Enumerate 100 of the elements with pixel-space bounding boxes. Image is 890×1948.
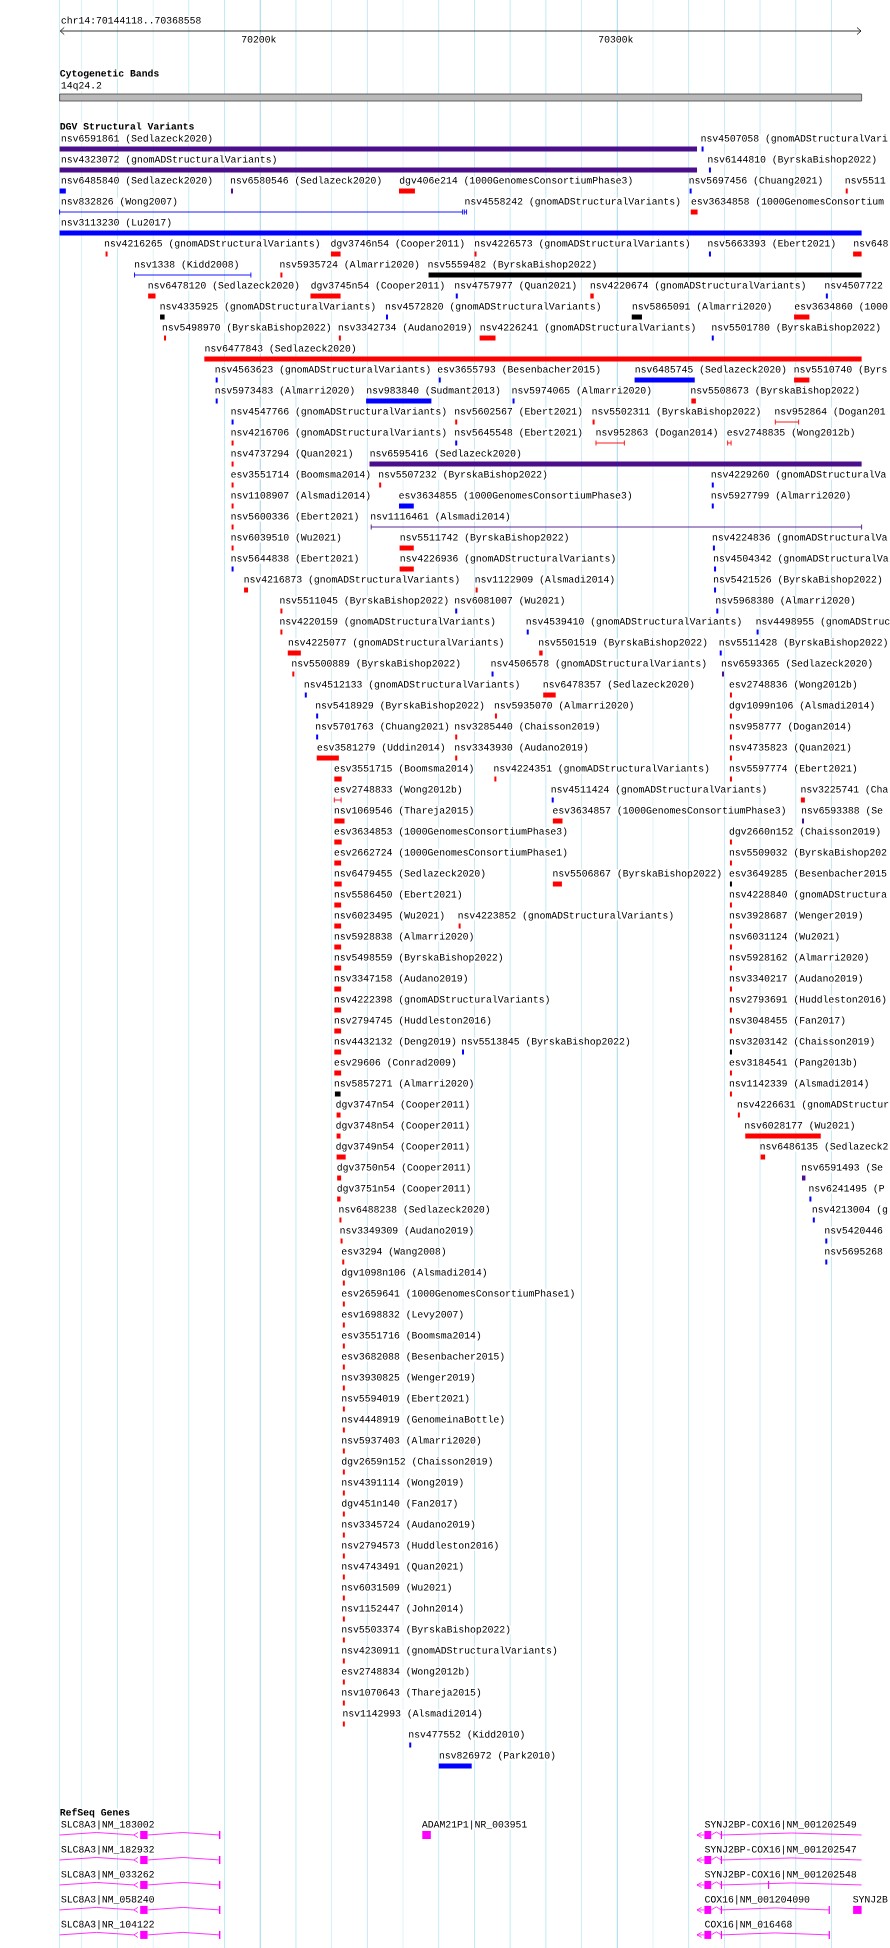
track-label: nsv5509032 (ByrskaBishop202 — [729, 848, 887, 858]
track-label: esv3634855 (1000GenomesConsortiumPhase3) — [398, 491, 633, 501]
track-label: dgv3750n54 (Cooper2011) — [336, 1163, 472, 1173]
track-label: nsv5968380 (Almarri2020) — [715, 596, 856, 606]
track-label: nsv4737294 (Quan2021) — [230, 449, 354, 459]
track-label: nsv4216873 (gnomADStructuralVariants) — [243, 575, 461, 585]
track-label: nsv5935070 (Almarri2020) — [494, 701, 635, 711]
track-label: nsv5501780 (ByrskaBishop2022) — [711, 323, 882, 333]
track-label: nsv5645548 (Ebert2021) — [454, 428, 583, 438]
track-label: nsv5421526 (ByrskaBishop2022) — [713, 575, 883, 585]
ruler-label: 70200k — [241, 35, 277, 45]
track-label: nsv952863 (Dogan2014) — [595, 428, 719, 438]
track-heading: Cytogenetic Bands — [59, 69, 160, 79]
track-label: nsv5511045 (ByrskaBishop2022) — [279, 596, 450, 606]
track-label: nsv3342734 (Audano2019) — [337, 323, 473, 333]
track-label: nsv5513845 (ByrskaBishop2022) — [461, 1037, 631, 1047]
track-label: nsv5697456 (Chuang2021) — [688, 176, 824, 186]
track-label: dgv3746n54 (Cooper2011) — [330, 239, 466, 249]
gene-label: SLC8A3|NM_183002 — [60, 1820, 155, 1830]
track-label: nsv983840 (Sudmant2013) — [366, 386, 501, 396]
track-label: nsv6081007 (Wu2021) — [454, 596, 566, 606]
track-label: nsv4511424 (gnomADStructuralVariants) — [550, 785, 768, 795]
track-label: nsv5500889 (ByrskaBishop2022) — [291, 659, 462, 669]
track-label: dgv406e214 (1000GenomesConsortiumPhase3) — [399, 176, 634, 186]
track-label: nsv6593365 (Sedlazeck2020) — [721, 659, 874, 669]
track-label: nsv3225741 (Cha — [800, 785, 889, 795]
track-label: nsv3930825 (Wenger2019) — [341, 1373, 476, 1383]
track-label: dgv3745n54 (Cooper2011) — [310, 281, 446, 291]
track-label: nsv4229260 (gnomADStructuralVa — [710, 470, 887, 480]
track-label: esv3682088 (Besenbacher2015) — [341, 1352, 506, 1362]
gene-label: SYNJ2B — [852, 1895, 888, 1905]
track-label: nsv832826 (Wong2007) — [60, 197, 178, 207]
track-label: nsv4507058 (gnomADStructuralVari — [700, 134, 888, 144]
track-label: nsv3203142 (Chaisson2019) — [729, 1037, 876, 1047]
track-label: nsv5973483 (Almarri2020) — [214, 386, 356, 396]
gene-label: SLC8A3|NM_182932 — [60, 1845, 155, 1855]
track-label: nsv4563623 (gnomADStructuralVariants) — [214, 365, 432, 375]
track-label: esv3551715 (Boomsma2014) — [333, 764, 475, 774]
track-label: nsv5503374 (ByrskaBishop2022) — [341, 1625, 511, 1635]
track-label: esv2748836 (Wong2012b) — [729, 680, 858, 690]
gene-label: SLC8A3|NR_104122 — [60, 1920, 155, 1930]
track-label: nsv2793691 (Huddleston2016) — [729, 995, 887, 1005]
track-label: esv2659641 (1000GenomesConsortiumPhase1) — [341, 1289, 576, 1299]
track-label: dgv2660n152 (Chaisson2019) — [729, 827, 882, 837]
track-label: nsv6478357 (Sedlazeck2020) — [542, 680, 695, 690]
track-label: nsv4226936 (gnomADStructuralVariants) — [399, 554, 617, 564]
track-label: nsv5501519 (ByrskaBishop2022) — [538, 638, 708, 648]
track-label: nsv5928162 (Almarri2020) — [729, 953, 870, 963]
track-label: nsv5644838 (Ebert2021) — [230, 554, 360, 564]
track-label: nsv4539410 (gnomADStructuralVariants) — [525, 617, 743, 627]
track-title: chr14:70144118..70368558 — [60, 16, 202, 26]
gene-label: SYNJ2BP-COX16|NM_001202548 — [704, 1870, 857, 1880]
track-label: nsv1338 (Kidd2008) — [134, 260, 240, 270]
track-label: nsv3343930 (Audano2019) — [454, 743, 589, 753]
track-label: nsv5498559 (ByrskaBishop2022) — [333, 953, 504, 963]
gene-label: SLC8A3|NM_033262 — [60, 1870, 155, 1880]
track-label: nsv1152447 (John2014) — [341, 1604, 465, 1614]
track-label: nsv3345724 (Audano2019) — [341, 1520, 476, 1530]
track-label: nsv4391114 (Wong2019) — [341, 1478, 465, 1488]
track-label: nsv4432132 (Deng2019) — [333, 1037, 457, 1047]
track-label: nsv826972 (Park2010) — [438, 1751, 556, 1761]
track-label: nsv6039510 (Wu2021) — [230, 533, 342, 543]
track-label: nsv1142993 (Alsmadi2014) — [342, 1709, 483, 1719]
track-label: nsv6486135 (Sedlazeck2 — [759, 1142, 889, 1152]
track-label: nsv5511742 (ByrskaBishop2022) — [399, 533, 570, 543]
track-label: nsv648 — [853, 239, 889, 249]
track-heading: DGV Structural Variants — [59, 122, 195, 132]
track-label: nsv6580546 (Sedlazeck2020) — [230, 176, 383, 186]
track-label: nsv1122909 (Alsmadi2014) — [474, 575, 616, 585]
track-label: nsv6031509 (Wu2021) — [341, 1583, 453, 1593]
track-label: nsv5511 — [844, 176, 886, 186]
band-label: 14q24.2 — [60, 81, 102, 91]
track-label: nsv4504342 (gnomADStructuralVa — [713, 554, 889, 564]
track-label: esv1698832 (Levy2007) — [341, 1310, 465, 1320]
track-label: dgv451n140 (Fan2017) — [341, 1499, 459, 1509]
track-label: nsv5586450 (Ebert2021) — [333, 890, 463, 900]
track-label: esv2748834 (Wong2012b) — [341, 1667, 471, 1677]
track-label: nsv1108907 (Alsmadi2014) — [230, 491, 372, 501]
track-label: nsv3340217 (Audano2019) — [729, 974, 864, 984]
track-label: nsv5507232 (ByrskaBishop2022) — [378, 470, 548, 480]
track-label: nsv6595416 (Sedlazeck2020) — [369, 449, 522, 459]
track-label: nsv5600336 (Ebert2021) — [230, 512, 360, 522]
gene-label: COX16|NM_001204090 — [704, 1895, 810, 1905]
track-label: nsv4572820 (gnomADStructuralVariants) — [385, 302, 602, 312]
track-label: nsv5663393 (Ebert2021) — [707, 239, 837, 249]
track-label: nsv6591861 (Sedlazeck2020) — [60, 134, 214, 144]
track-label: nsv4225077 (gnomADStructuralVariants) — [287, 638, 505, 648]
track-label: nsv5420446 — [824, 1226, 883, 1236]
track-label: nsv4220674 (gnomADStructuralVariants) — [589, 281, 807, 291]
track-label: nsv5506867 (ByrskaBishop2022) — [552, 869, 723, 879]
track-label: nsv4216265 (gnomADStructuralVariants) — [104, 239, 321, 249]
track-label: nsv4213004 (g — [811, 1205, 888, 1215]
track-label: nsv4216706 (gnomADStructuralVariants) — [230, 428, 448, 438]
track-label: dgv3747n54 (Cooper2011) — [335, 1100, 471, 1110]
track-label: nsv5695268 — [824, 1247, 883, 1257]
track-label: nsv4735823 (Quan2021) — [729, 743, 852, 753]
track-label: esv3634853 (1000GenomesConsortiumPhase3) — [333, 827, 568, 837]
track-label: dgv3748n54 (Cooper2011) — [335, 1121, 471, 1131]
track-heading: RefSeq Genes — [59, 1808, 130, 1818]
track-label: nsv3048455 (Fan2017) — [729, 1016, 846, 1026]
